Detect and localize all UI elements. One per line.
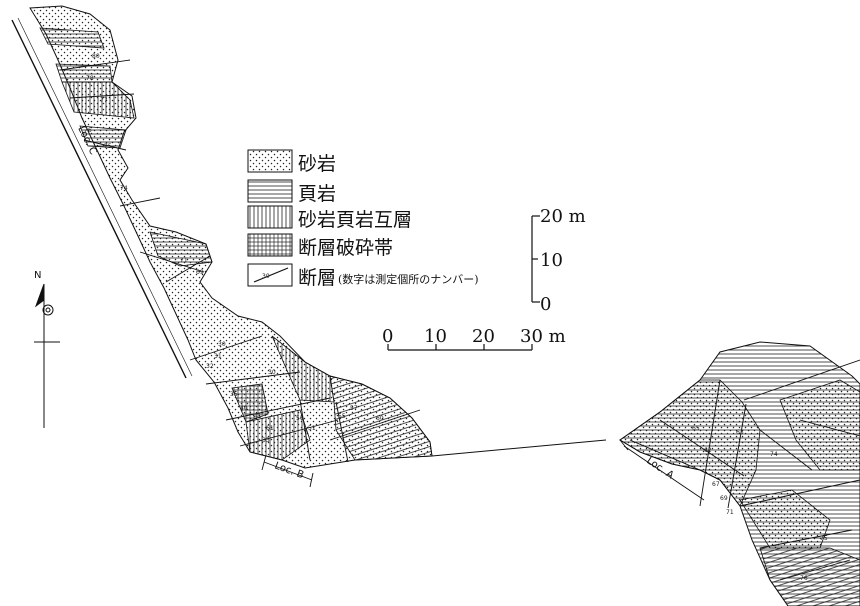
shale-band-upper bbox=[39, 27, 105, 49]
hscale-20: 20 bbox=[472, 326, 495, 347]
svg-text:30: 30 bbox=[218, 341, 226, 348]
legend-label-shale: 頁岩 bbox=[298, 183, 336, 205]
svg-text:32: 32 bbox=[206, 363, 214, 370]
legend-swatch-sandstone bbox=[247, 149, 293, 173]
legend-label-fault: 断層 bbox=[298, 267, 336, 289]
vertical-scale-bottom: 0 bbox=[540, 294, 551, 315]
north-label: N bbox=[34, 270, 41, 281]
svg-text:60: 60 bbox=[376, 415, 384, 422]
right-shale-dip bbox=[759, 547, 860, 606]
svg-text:76: 76 bbox=[800, 575, 808, 582]
svg-text:75: 75 bbox=[104, 143, 112, 150]
svg-text:74: 74 bbox=[120, 185, 128, 192]
svg-text:51: 51 bbox=[308, 425, 316, 432]
loc-b-line bbox=[263, 461, 313, 481]
svg-text:55: 55 bbox=[338, 413, 346, 420]
svg-text:76: 76 bbox=[84, 127, 92, 134]
breccia-zone-left bbox=[231, 383, 269, 423]
svg-text:62: 62 bbox=[704, 447, 712, 454]
section-line-c bbox=[11, 19, 187, 379]
hscale-0: 0 bbox=[382, 326, 393, 347]
svg-text:67: 67 bbox=[712, 481, 720, 488]
alternation-band-1 bbox=[61, 81, 135, 119]
outcrop-right-sandstone bbox=[619, 379, 761, 507]
north-arrow-icon: N bbox=[34, 270, 60, 428]
svg-text:35: 35 bbox=[230, 391, 238, 398]
vertical-scale-mid: 10 bbox=[540, 250, 563, 271]
svg-text:57: 57 bbox=[350, 405, 358, 412]
svg-text:63: 63 bbox=[736, 429, 744, 436]
hscale-10: 10 bbox=[424, 326, 447, 347]
section-connector bbox=[431, 439, 607, 457]
section-line-c-inner bbox=[17, 17, 193, 377]
svg-text:69: 69 bbox=[196, 269, 204, 276]
svg-text:74: 74 bbox=[770, 451, 778, 458]
legend-label-alternation: 砂岩頁岩互層 bbox=[298, 209, 412, 231]
fault-lines-left bbox=[59, 59, 421, 463]
hscale-30: 30 m bbox=[520, 326, 566, 347]
svg-text:80: 80 bbox=[92, 53, 100, 60]
svg-text:71: 71 bbox=[726, 509, 734, 516]
fault-lines-right bbox=[629, 359, 860, 581]
svg-text:75: 75 bbox=[820, 535, 828, 542]
svg-text:31: 31 bbox=[214, 353, 222, 360]
svg-text:33: 33 bbox=[262, 437, 270, 444]
svg-text:40: 40 bbox=[240, 405, 248, 412]
right-sandstone-3 bbox=[739, 489, 831, 549]
svg-text:30: 30 bbox=[268, 369, 276, 376]
legend-swatch-alternation bbox=[247, 205, 293, 229]
vertical-scale-top: 20 m bbox=[540, 206, 586, 227]
legend: 砂岩 頁岩 砂岩頁岩互層 断層破砕帯 30 断層 (数字は測定個所のナンバー) bbox=[247, 149, 479, 289]
legend-fault-sample-number: 30 bbox=[262, 273, 270, 280]
loc-a-line bbox=[623, 445, 705, 501]
svg-text:65: 65 bbox=[692, 425, 700, 432]
svg-text:77: 77 bbox=[100, 97, 108, 104]
vertical-scale: 20 m 10 0 bbox=[531, 206, 586, 315]
horizontal-scale: 0 10 20 30 m bbox=[382, 326, 566, 351]
measurement-labels-left: 80 78 77 76 75 74 71 69 30 31 32 30 35 4… bbox=[84, 53, 384, 444]
legend-swatch-shale bbox=[247, 179, 293, 203]
alternation-band-3 bbox=[245, 409, 311, 461]
svg-text:41: 41 bbox=[254, 413, 262, 420]
right-outcrop: 65 63 62 67 69 71 74 75 76 Loc. A bbox=[619, 341, 860, 606]
svg-text:61: 61 bbox=[266, 425, 274, 432]
shale-band-3 bbox=[79, 125, 127, 149]
legend-swatch-breccia bbox=[247, 233, 293, 257]
svg-text:78: 78 bbox=[86, 75, 94, 82]
shale-band-5 bbox=[329, 375, 433, 461]
legend-fault-note: (数字は測定個所のナンバー) bbox=[338, 272, 479, 286]
legend-label-sandstone: 砂岩 bbox=[298, 153, 336, 175]
svg-text:69: 69 bbox=[720, 495, 728, 502]
left-outcrop: 80 78 77 76 75 74 71 69 30 31 32 30 35 4… bbox=[11, 5, 433, 488]
svg-text:56: 56 bbox=[296, 415, 304, 422]
legend-label-breccia: 断層破砕帯 bbox=[298, 237, 393, 259]
svg-text:71: 71 bbox=[180, 257, 188, 264]
measurement-labels-right: 65 63 62 67 69 71 74 75 76 bbox=[692, 425, 828, 582]
